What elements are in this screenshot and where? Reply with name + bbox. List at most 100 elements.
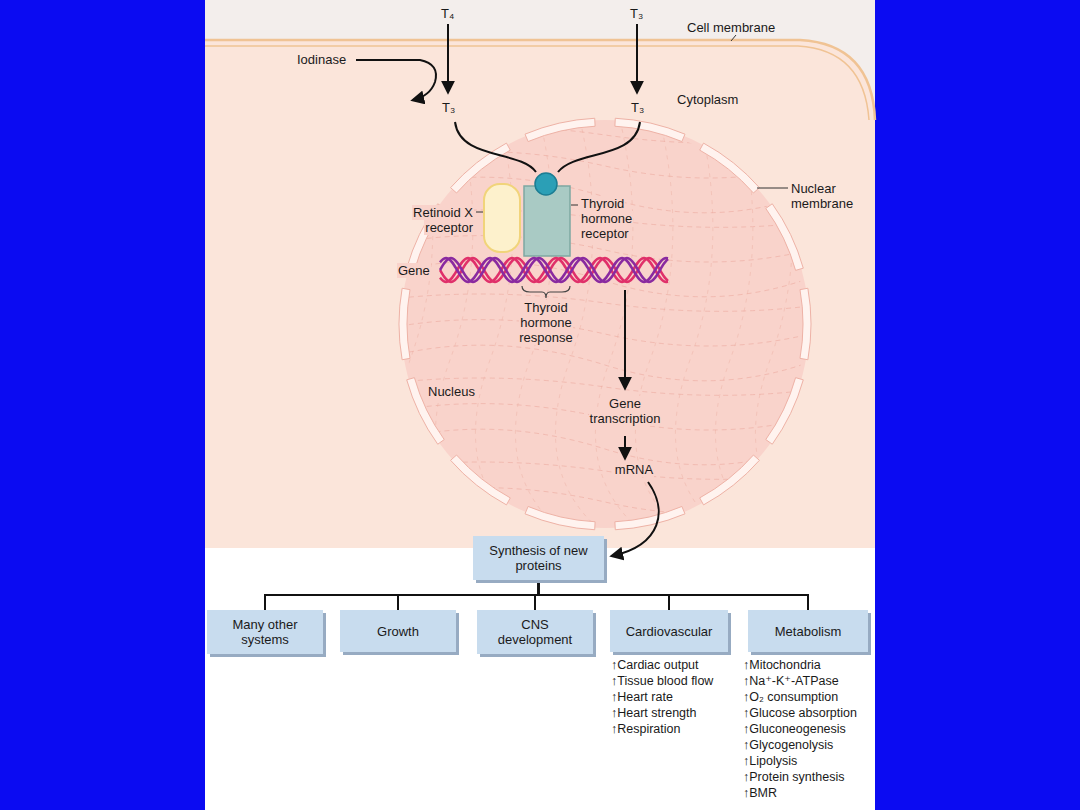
box-text: Cardiovascular	[620, 620, 719, 643]
reticulum-line	[675, 120, 720, 530]
membrane-segment	[700, 143, 760, 193]
label-text: ↑Glucose absorption	[742, 706, 858, 720]
label-text: ↑O₂ consumption	[742, 690, 839, 704]
box-text: Metabolism	[769, 620, 847, 643]
arrow	[624, 436, 626, 458]
membrane-segment	[615, 118, 685, 141]
gene-label: Gene	[397, 263, 437, 278]
leader-line	[731, 35, 736, 41]
label-text: Nucleus	[427, 384, 476, 399]
effect-item: ↑Gluconeogenesis	[742, 722, 870, 737]
label-text: ↑Respiration	[610, 722, 681, 736]
effect-item: ↑Respiration	[610, 722, 740, 737]
dna-helix	[440, 258, 668, 282]
extracellular-space	[205, 0, 875, 120]
label-text: Iodinase	[296, 52, 347, 67]
arrow	[612, 482, 659, 556]
membrane-segment	[700, 455, 760, 505]
label-text: ↑Mitochondria	[742, 658, 822, 672]
bracket	[522, 286, 570, 298]
membrane-segment	[800, 288, 811, 359]
reticulum-line	[400, 488, 810, 514]
box-text: Many other systems	[207, 613, 323, 651]
effect-item: ↑Glucose absorption	[742, 706, 870, 721]
leader-line	[476, 212, 483, 213]
effect-item: ↑Heart rate	[610, 690, 740, 705]
hormone-label: T₃	[630, 100, 654, 115]
dna-strand	[440, 258, 668, 282]
membrane-label: Nuclear membrane	[790, 181, 870, 211]
label-text: Nuclear membrane	[790, 181, 854, 211]
leader-line	[757, 188, 788, 189]
reticulum-line	[400, 345, 810, 381]
reticulum-line	[475, 120, 520, 530]
hormone-label: T₃	[441, 100, 465, 115]
receptor-label: Retinoid X receptor	[392, 205, 474, 235]
label-text: ↑Heart rate	[610, 690, 674, 704]
reticulum-line	[400, 152, 810, 178]
label-text: Thyroid hormone response	[518, 300, 573, 345]
cell-membrane-line	[205, 46, 869, 120]
reticulum-line	[400, 320, 810, 346]
white-panel	[205, 0, 875, 810]
label-text: T₄	[440, 6, 455, 21]
label-text: Gene transcription	[589, 396, 662, 426]
hormone-label: T₄	[440, 6, 464, 21]
hormone-path	[558, 122, 640, 172]
label-text: ↑BMR	[742, 786, 778, 800]
dna-strand	[440, 258, 668, 282]
hormone-label: T₃	[629, 6, 653, 21]
label-text: ↑Glycogenolysis	[742, 738, 834, 752]
dna-strand	[440, 258, 668, 282]
effect-item: ↑Protein synthesis	[742, 770, 870, 785]
label-text: T₃	[629, 6, 644, 21]
effect-item: ↑Heart strength	[610, 706, 740, 721]
label-text: Retinoid X receptor	[412, 205, 474, 235]
process-box: Metabolism	[748, 610, 868, 652]
reticulum-line	[395, 120, 440, 530]
region-label: Thyroid hormone response	[508, 300, 584, 345]
branch-connector	[539, 580, 809, 610]
membrane-segment	[525, 118, 595, 141]
retinoid-receptor	[484, 184, 520, 252]
label-text: ↑Na⁺-K⁺-ATPase	[742, 674, 840, 688]
label-text: mRNA	[614, 462, 654, 477]
label-text: ↑Heart strength	[610, 706, 697, 720]
membrane-segment	[615, 506, 685, 529]
nucleus	[401, 120, 809, 528]
branch-connector	[265, 580, 539, 610]
enzyme-label: Iodinase	[296, 52, 356, 67]
label-text: Cytoplasm	[676, 92, 739, 107]
process-box: Synthesis of new proteins	[473, 536, 604, 580]
receptor-label: Thyroid hormone receptor	[580, 196, 654, 241]
label-text: ↑Lipolysis	[742, 754, 798, 768]
reticulum-line	[400, 429, 810, 465]
arrow	[636, 24, 638, 92]
process-box: Cardiovascular	[610, 610, 728, 652]
label-text: T₃	[441, 100, 456, 115]
membrane-segment	[766, 378, 804, 445]
label-text: Cell membrane	[686, 20, 776, 35]
reticulum-line	[400, 126, 810, 143]
membrane-label: Cell membrane	[686, 20, 796, 35]
effect-item: ↑O₂ consumption	[742, 690, 870, 705]
label-text: ↑Tissue blood flow	[610, 674, 714, 688]
process-label: Gene transcription	[577, 396, 673, 426]
cytoplasm	[205, 0, 875, 548]
molecule-label: mRNA	[609, 462, 659, 477]
region-label: Cytoplasm	[676, 92, 766, 107]
process-box: Many other systems	[207, 610, 323, 654]
nuclear-membrane	[399, 118, 811, 529]
effect-item: ↑Tissue blood flow	[610, 674, 740, 689]
arrow	[356, 60, 436, 100]
label-text: T₃	[630, 100, 645, 115]
box-text: CNS development	[477, 613, 593, 651]
reticulum-line	[400, 294, 810, 311]
effect-item: ↑BMR	[742, 786, 870, 801]
membrane-segment	[766, 204, 804, 271]
branch-connector	[398, 580, 539, 610]
